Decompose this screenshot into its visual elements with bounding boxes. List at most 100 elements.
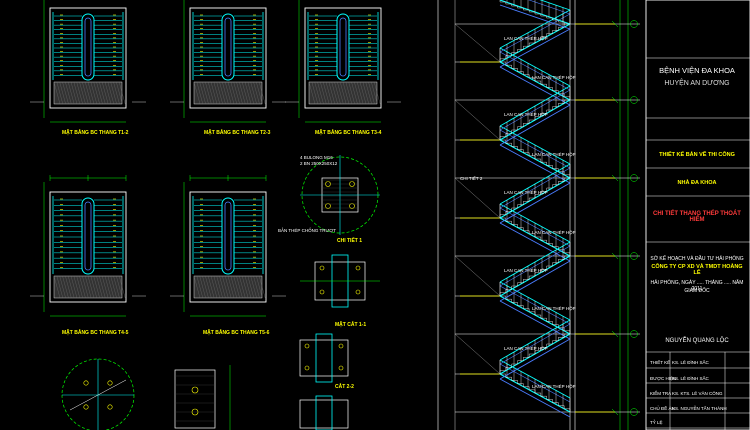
plan-5-hatch bbox=[239, 275, 246, 299]
flight-left-4-step bbox=[505, 376, 512, 381]
flight-right-0-step bbox=[505, 55, 512, 59]
flight-top-step bbox=[517, 6, 524, 9]
plan-2-hatch bbox=[210, 81, 218, 105]
level-tick bbox=[611, 20, 619, 28]
tb-company: CÔNG TY CP XD VÀ TMDT HOÀNG LÊ bbox=[651, 264, 743, 276]
tb-role-3: CHỦ ĐỀ ÁN bbox=[650, 406, 675, 411]
plan-1-hatch bbox=[116, 81, 123, 105]
flight-right-2-step bbox=[523, 201, 530, 205]
bolt-icon bbox=[107, 380, 113, 386]
flight-left-1-stringer-lower bbox=[499, 144, 571, 184]
tb-drawing-title: CHI TIẾT THANG THÉP THOÁT HIỂM bbox=[653, 211, 741, 223]
level-marker-icon bbox=[630, 330, 638, 338]
section-3-3-column bbox=[315, 395, 333, 430]
plan-3-hatch bbox=[359, 81, 367, 105]
plan-1-hatch bbox=[90, 81, 97, 105]
plan-2-landing bbox=[193, 81, 263, 105]
bolt-icon bbox=[338, 365, 344, 371]
plan-2-rail-outer bbox=[221, 13, 235, 81]
flight-right-4-step bbox=[523, 357, 530, 361]
flight-right-2-step bbox=[540, 191, 547, 195]
flight-left-2-stringer-lower bbox=[499, 222, 571, 262]
flight-top-step bbox=[552, 18, 559, 21]
plan-5-frame bbox=[189, 191, 267, 303]
plan-2-hatch bbox=[236, 81, 243, 105]
flight-top-handrail bbox=[539, 0, 571, 11]
flight-right-1-step bbox=[528, 119, 535, 124]
plan-4-hatch bbox=[82, 275, 89, 299]
flight-left-1-step bbox=[540, 161, 547, 166]
plan-5-hatch bbox=[216, 275, 223, 299]
flight-right-1-step bbox=[517, 126, 524, 130]
flight-right-2-step bbox=[563, 177, 570, 182]
flight-left-1-step bbox=[505, 142, 512, 147]
plan-5-hatch bbox=[199, 275, 206, 299]
railing-note-2: LAN CAN THÉP HỘP bbox=[532, 75, 576, 80]
flight-left-0-step bbox=[529, 77, 536, 81]
flight-left-3-stringer-lower bbox=[499, 300, 571, 340]
flight-top-step bbox=[505, 2, 512, 5]
railing-note-9: LAN CAN THÉP HỘP bbox=[504, 346, 548, 351]
railing-note-3: LAN CAN THÉP HỘP bbox=[504, 112, 548, 117]
plan-2-hatch bbox=[253, 81, 260, 105]
plan-1-hatch bbox=[68, 81, 75, 105]
plan-3-hatch bbox=[374, 81, 381, 105]
flight-top-step bbox=[523, 8, 530, 11]
plan-3-hatch bbox=[323, 81, 330, 105]
plan-3-hatch bbox=[328, 81, 335, 105]
plan-4-hatch bbox=[96, 275, 103, 299]
flight-left-2-step bbox=[523, 230, 530, 234]
plan-2-hatch bbox=[244, 81, 252, 105]
level-tick bbox=[611, 330, 619, 338]
flight-right-0-step bbox=[517, 49, 524, 53]
tb-name-0: KS. LÊ ĐÌNH SẮC bbox=[672, 360, 709, 365]
plan-label-t1-2: MẶT BẰNG BC THANG T1-2 bbox=[62, 130, 129, 136]
section-3-3-frame bbox=[299, 399, 349, 429]
tb-role-4: TỶ LỆ bbox=[650, 420, 663, 425]
flight-right-1-step bbox=[523, 123, 530, 127]
plan-2-hatch bbox=[199, 81, 206, 105]
plan-1-hatch bbox=[93, 81, 100, 105]
flight-left-0-step bbox=[546, 87, 553, 91]
plan-3-rail-outer bbox=[336, 13, 350, 81]
flight-right-4-stringer-lower bbox=[499, 338, 571, 380]
tb-role-1: ĐƯỢC HIỆN bbox=[650, 376, 677, 381]
bolt-icon bbox=[319, 289, 325, 295]
flight-right-0-step bbox=[528, 42, 535, 47]
brace bbox=[454, 23, 501, 63]
flight-left-4-step bbox=[546, 399, 553, 403]
flight-left-4-stringer-lower bbox=[499, 378, 571, 418]
plan-4-rail-inner bbox=[84, 201, 92, 271]
plan-5-hatch bbox=[256, 275, 263, 299]
plan-3-hatch bbox=[365, 81, 372, 105]
plan-4-hatch bbox=[116, 275, 123, 299]
flight-left-0-step bbox=[511, 68, 518, 72]
flight-left-1-step bbox=[546, 165, 553, 169]
level-marker-icon bbox=[630, 20, 638, 28]
plan-1-hatch bbox=[96, 81, 103, 105]
flight-left-3-step bbox=[529, 311, 536, 315]
tb-director-title: GIÁM ĐỐC bbox=[684, 288, 710, 294]
plan-3-hatch bbox=[351, 81, 358, 105]
flight-left-2-step bbox=[546, 243, 553, 247]
plan-5-hatch bbox=[202, 275, 209, 299]
flight-right-1-step bbox=[505, 133, 512, 137]
tb-hospital: BỆNH VIỆN ĐA KHOA bbox=[659, 66, 735, 75]
plan-1-hatch bbox=[102, 81, 109, 105]
plan-2-hatch bbox=[219, 81, 226, 105]
flight-right-3-step bbox=[528, 275, 535, 280]
bolt-icon bbox=[325, 203, 331, 209]
plan-5-hatch bbox=[210, 275, 218, 299]
flight-right-2-stringer-lower bbox=[499, 182, 571, 224]
bolt-icon bbox=[349, 203, 355, 209]
flight-left-2-step bbox=[511, 224, 518, 228]
plan-4-hatch bbox=[119, 275, 126, 299]
level-marker-icon bbox=[630, 174, 638, 182]
plan-5-rail-inner bbox=[224, 201, 232, 271]
flight-right-0-step bbox=[511, 52, 518, 56]
plan-3-hatch bbox=[340, 81, 347, 105]
tb-name-2: KS. KTS. LÊ VĂN CÔNG bbox=[672, 391, 723, 396]
flight-right-0-step bbox=[534, 39, 541, 43]
